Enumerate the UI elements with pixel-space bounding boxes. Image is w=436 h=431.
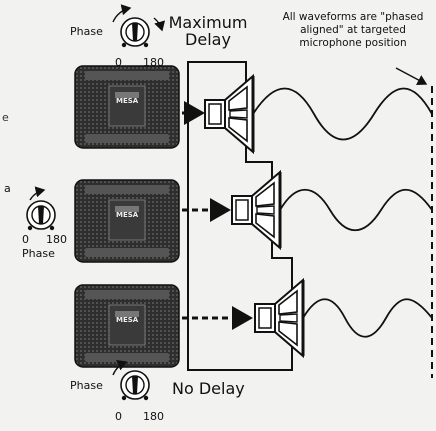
phase-zero-middle: 0: [22, 233, 29, 246]
phase-zero-top: 0: [115, 56, 122, 69]
phase-knob-icon: [120, 370, 150, 402]
phase-knob-icon: [26, 200, 56, 231]
rotation-arrow-icon: [112, 4, 132, 23]
phase-aligned-note: All waveforms are "phased aligned" at ta…: [282, 11, 424, 49]
cut-letter: a: [4, 182, 11, 195]
amplifier-head-icon: [74, 179, 180, 263]
rotation-arrow-icon: [29, 186, 46, 201]
note-pointer: [395, 67, 428, 85]
rotation-arrow-icon: [153, 17, 166, 32]
speaker-cone-icon: [230, 170, 282, 250]
no-delay-label: No Delay: [172, 379, 245, 398]
amp-badge: MESA: [116, 211, 139, 219]
speaker-cone-icon: [253, 278, 305, 358]
rotation-arrow-icon: [112, 360, 128, 376]
sine-wave-icon: [279, 189, 433, 232]
phase-180-middle: 180: [46, 233, 67, 246]
speaker-cone-icon: [203, 74, 255, 154]
phase-zero-bottom: 0: [115, 410, 122, 423]
phase-label-middle: Phase: [22, 247, 55, 260]
sine-wave-icon: [252, 87, 433, 141]
amp-badge: MESA: [116, 97, 139, 105]
amp-badge: MESA: [116, 316, 139, 324]
maximum-delay-label: Maximum Delay: [168, 13, 248, 49]
amplifier-head-icon: [74, 65, 180, 149]
amplifier-head-icon: [74, 284, 180, 368]
phase-label-bottom: Phase: [70, 379, 103, 392]
edge-text: e: [2, 111, 9, 124]
phase-knob-icon: [120, 17, 150, 49]
sine-wave-icon: [302, 298, 433, 338]
phase-180-bottom: 180: [143, 410, 164, 423]
phase-label-top: Phase: [70, 25, 103, 38]
phase-180-top: 180: [143, 56, 164, 69]
